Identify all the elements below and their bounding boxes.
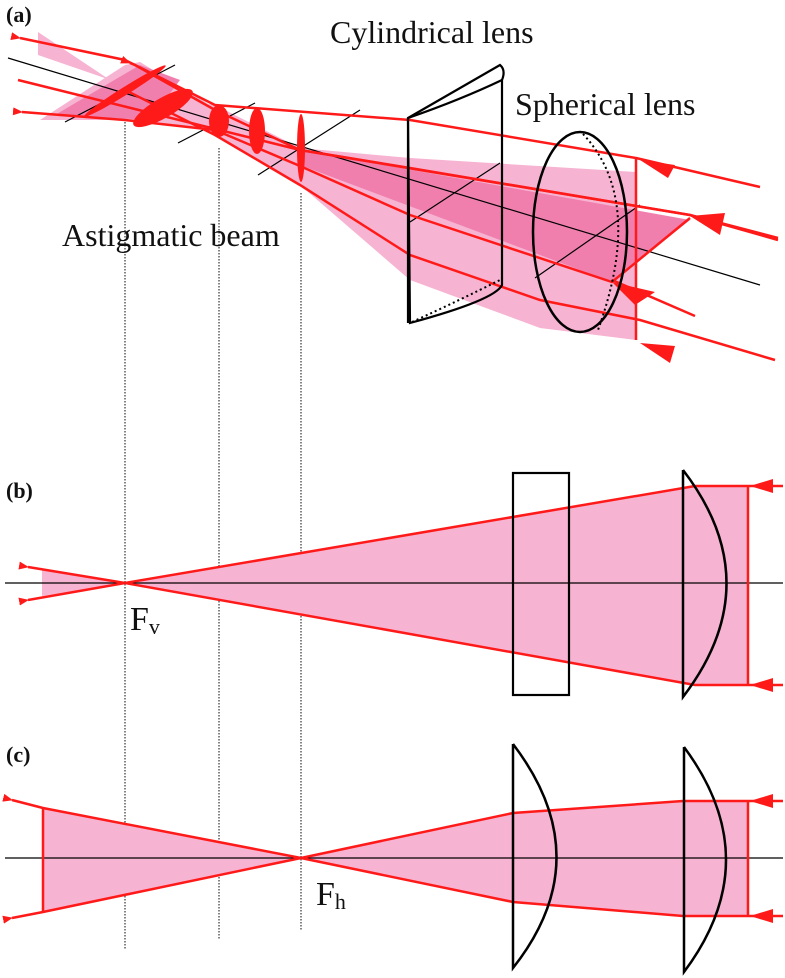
focus-fh-label: Fh: [316, 876, 346, 914]
cross-line-3: [257, 109, 361, 176]
cylindrical-lens-b: [511, 471, 571, 697]
beam-fill-horizontal: [40, 62, 636, 340]
beam-fill-c-left: [43, 808, 301, 912]
ray-b-bottom: [18, 581, 783, 687]
beam-sheet-right: [300, 150, 690, 282]
astigmatic-beam-label: Astigmatic beam: [62, 217, 280, 253]
cylindrical-lens-c: [511, 743, 558, 972]
panel-b: (b) Fv: [5, 469, 783, 701]
ray-c-top: [2, 799, 783, 924]
input-arrows-c: [750, 794, 773, 923]
cross-line-cyl: [409, 162, 501, 223]
input-arrows-b: [750, 479, 773, 692]
optical-axis-a: [7, 57, 761, 286]
input-arrows-a: [612, 160, 725, 363]
spherical-lens-label: Spherical lens: [515, 86, 695, 122]
guide-lines: [124, 95, 302, 950]
spherical-lens-c: [682, 746, 728, 976]
focus-fv-label: Fv: [130, 601, 160, 639]
ray-c-bottom: [2, 793, 783, 918]
cross-line-sph: [534, 204, 641, 279]
ray-b-top: [18, 484, 783, 585]
ray-a-2b: [17, 78, 779, 242]
spherical-lens-a: [531, 130, 629, 334]
panel-b-tag: (b): [6, 478, 33, 503]
cylindrical-lens-a: [406, 63, 505, 325]
panel-c-tag: (c): [6, 742, 30, 767]
panel-a: (a) Cylindrical lens Spherical lens Asti…: [6, 2, 779, 363]
cylindrical-lens-label: Cylindrical lens: [330, 14, 534, 50]
beam-fill-b-right: [125, 486, 748, 685]
panel-a-tag: (a): [6, 2, 32, 27]
panel-c: (c) Fh: [2, 742, 783, 976]
spherical-lens-b: [681, 469, 728, 701]
